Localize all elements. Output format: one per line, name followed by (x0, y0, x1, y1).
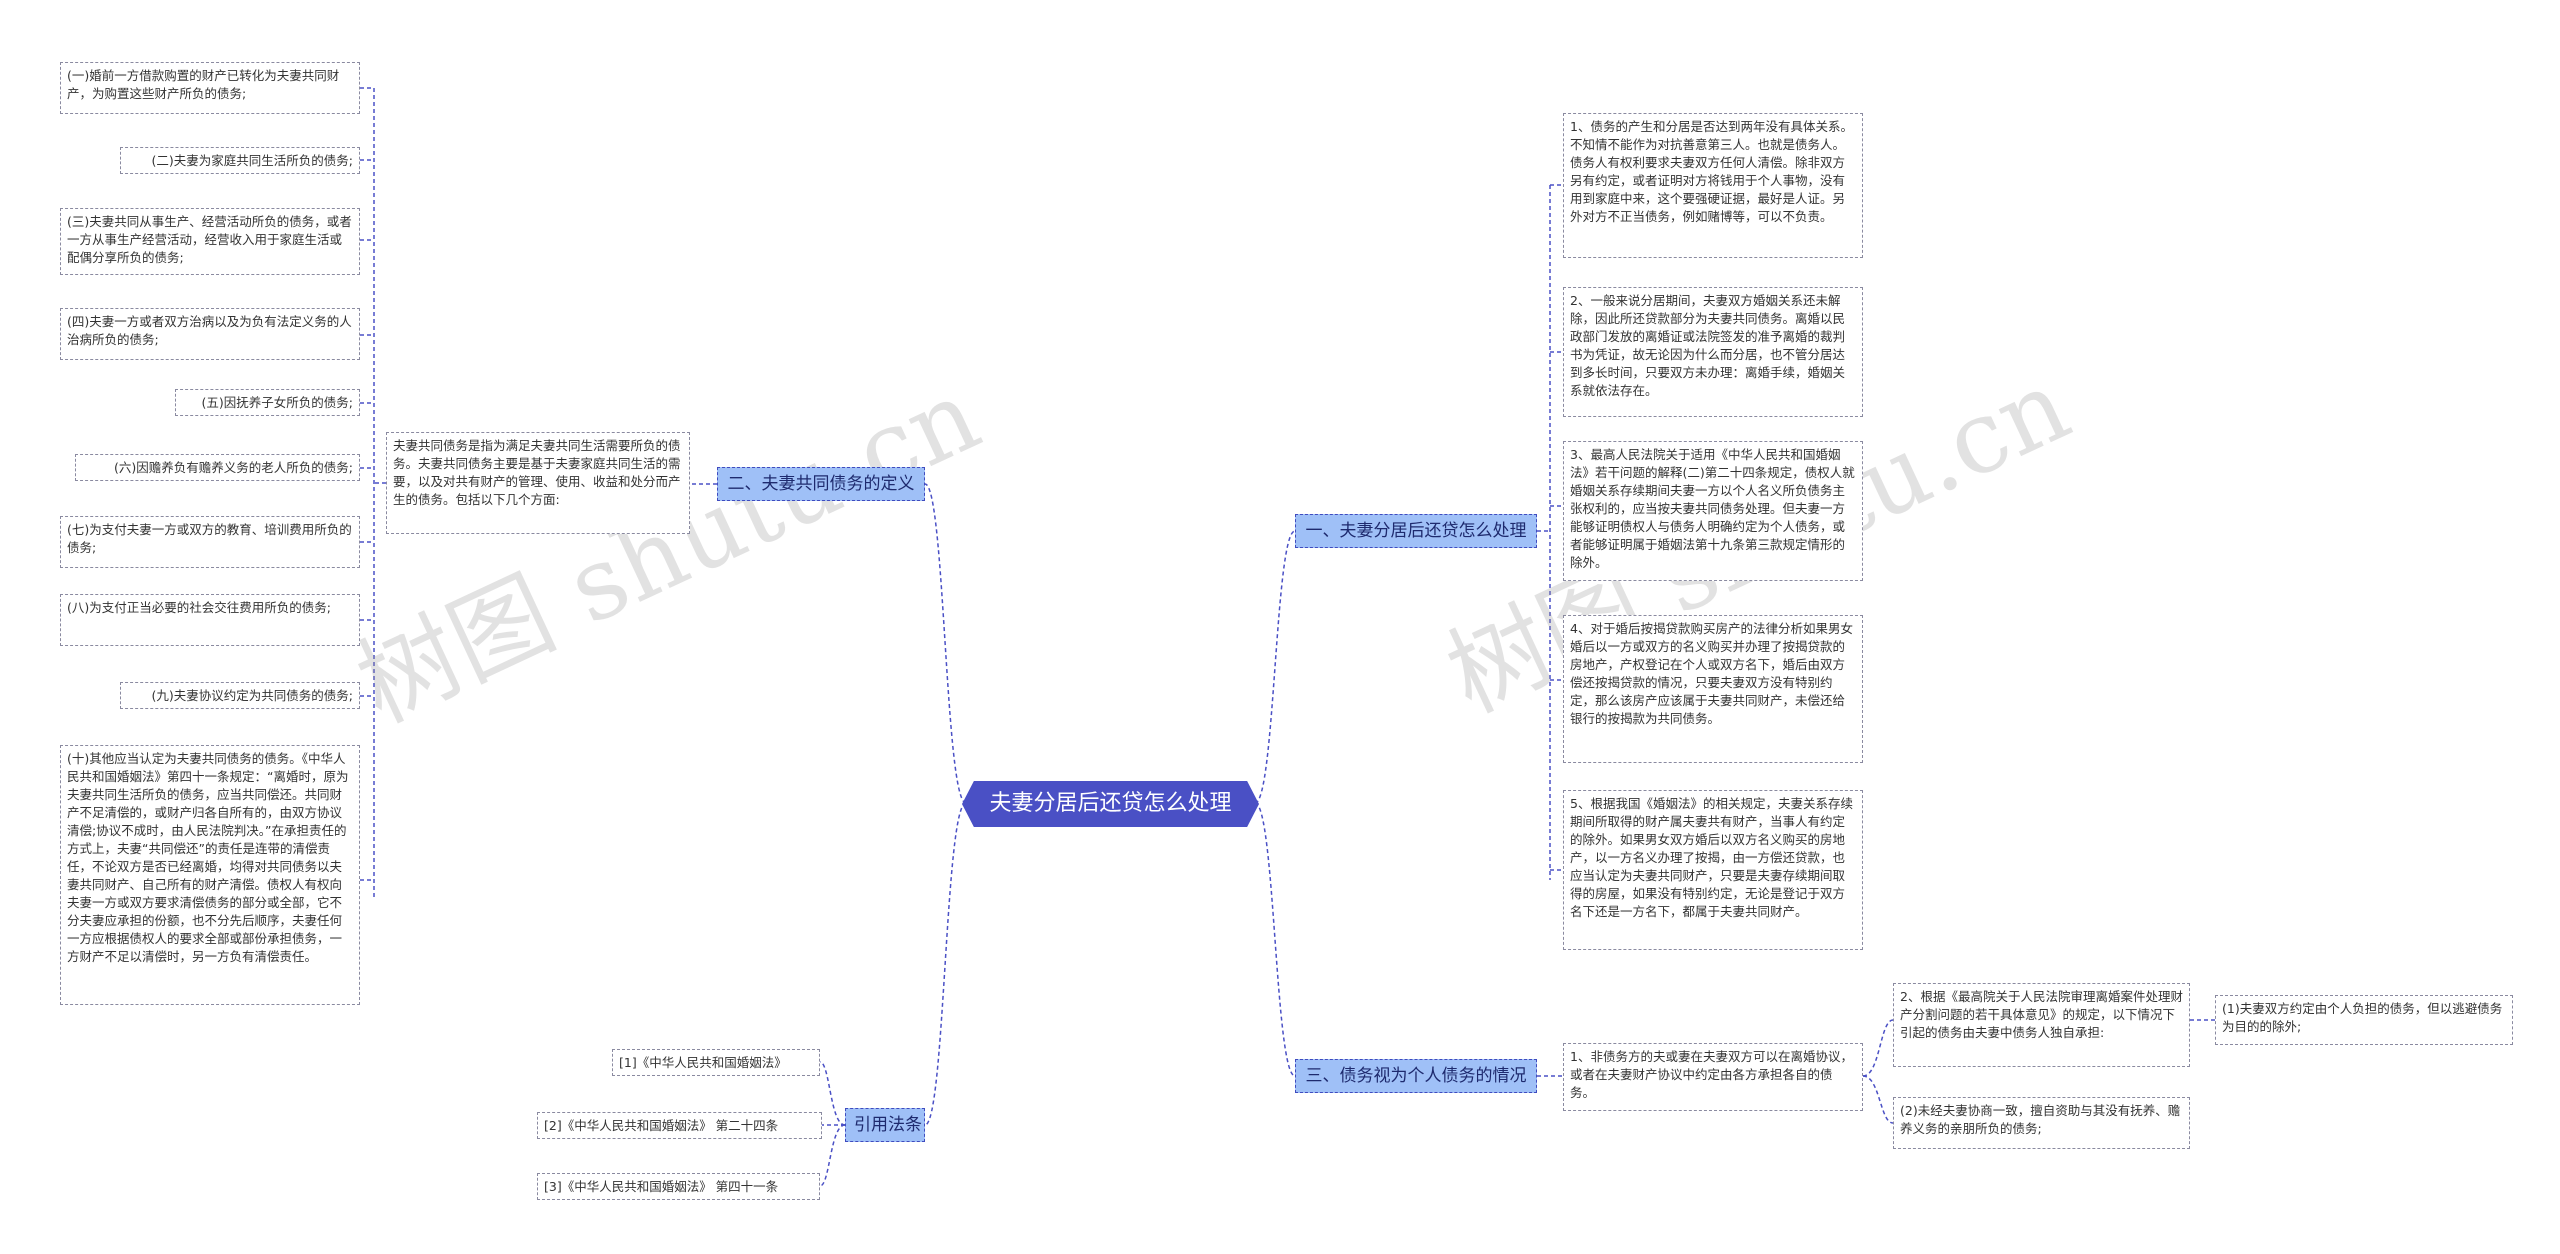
branch-repayment[interactable]: 一、夫妻分居后还贷怎么处理 (1295, 514, 1537, 548)
definition-item-5: (五)因抚养子女所负的债务; (175, 389, 360, 416)
personal-item-2: 2、根据《最高院关于人民法院审理离婚案件处理财产分割问题的若干具体意见》的规定，… (1893, 983, 2190, 1067)
personal-item-2-child: (1)夫妻双方约定由个人负担的债务，但以逃避债务为目的的除外; (2215, 995, 2513, 1045)
definition-item-1: (一)婚前一方借款购置的财产已转化为夫妻共同财产，为购置这些财产所负的债务; (60, 62, 360, 114)
definition-item-8: (八)为支付正当必要的社会交往费用所负的债务; (60, 594, 360, 646)
reference-item-3: [3]《中华人民共和国婚姻法》 第四十一条 (537, 1173, 820, 1200)
repayment-item-1: 1、债务的产生和分居是否达到两年没有具体关系。不知情不能作为对抗善意第三人。也就… (1563, 113, 1863, 258)
reference-item-1: [1]《中华人民共和国婚姻法》 (612, 1049, 820, 1076)
branch-references[interactable]: 引用法条 (845, 1108, 925, 1142)
repayment-item-3: 3、最高人民法院关于适用《中华人民共和国婚姻法》若干问题的解释(二)第二十四条规… (1563, 441, 1863, 581)
repayment-item-5: 5、根据我国《婚姻法》的相关规定，夫妻关系存续期间所取得的财产属夫妻共有财产，当… (1563, 790, 1863, 950)
repayment-item-2: 2、一般来说分居期间，夫妻双方婚姻关系还未解除，因此所还贷款部分为夫妻共同债务。… (1563, 287, 1863, 417)
reference-item-2: [2]《中华人民共和国婚姻法》 第二十四条 (537, 1112, 822, 1139)
definition-item-9: (九)夫妻协议约定为共同债务的债务; (120, 682, 360, 709)
personal-item-1: 1、非债务方的夫或妻在夫妻双方可以在离婚协议，或者在夫妻财产协议中约定由各方承担… (1563, 1043, 1863, 1111)
definition-item-3: (三)夫妻共同从事生产、经营活动所负的债务，或者一方从事生产经营活动，经营收入用… (60, 208, 360, 275)
definition-item-6: (六)因赡养负有赡养义务的老人所负的债务; (75, 454, 360, 481)
personal-item-3: (2)未经夫妻协商一致，擅自资助与其没有抚养、赡养义务的亲朋所负的债务; (1893, 1097, 2190, 1149)
root-topic[interactable]: 夫妻分居后还贷怎么处理 (962, 781, 1259, 827)
definition-item-2: (二)夫妻为家庭共同生活所负的债务; (120, 147, 360, 174)
branch-personal-debt[interactable]: 三、债务视为个人债务的情况 (1295, 1059, 1537, 1093)
definition-intro: 夫妻共同债务是指为满足夫妻共同生活需要所负的债务。夫妻共同债务主要是基于夫妻家庭… (386, 432, 690, 534)
repayment-item-4: 4、对于婚后按揭贷款购买房产的法律分析如果男女婚后以一方或双方的名义购买并办理了… (1563, 615, 1863, 763)
branch-definition[interactable]: 二、夫妻共同债务的定义 (717, 467, 925, 501)
definition-item-10: (十)其他应当认定为夫妻共同债务的债务。《中华人民共和国婚姻法》第四十一条规定：… (60, 745, 360, 1005)
definition-item-7: (七)为支付夫妻一方或双方的教育、培训费用所负的债务; (60, 516, 360, 568)
definition-item-4: (四)夫妻一方或者双方治病以及为负有法定义务的人治病所负的债务; (60, 308, 360, 360)
